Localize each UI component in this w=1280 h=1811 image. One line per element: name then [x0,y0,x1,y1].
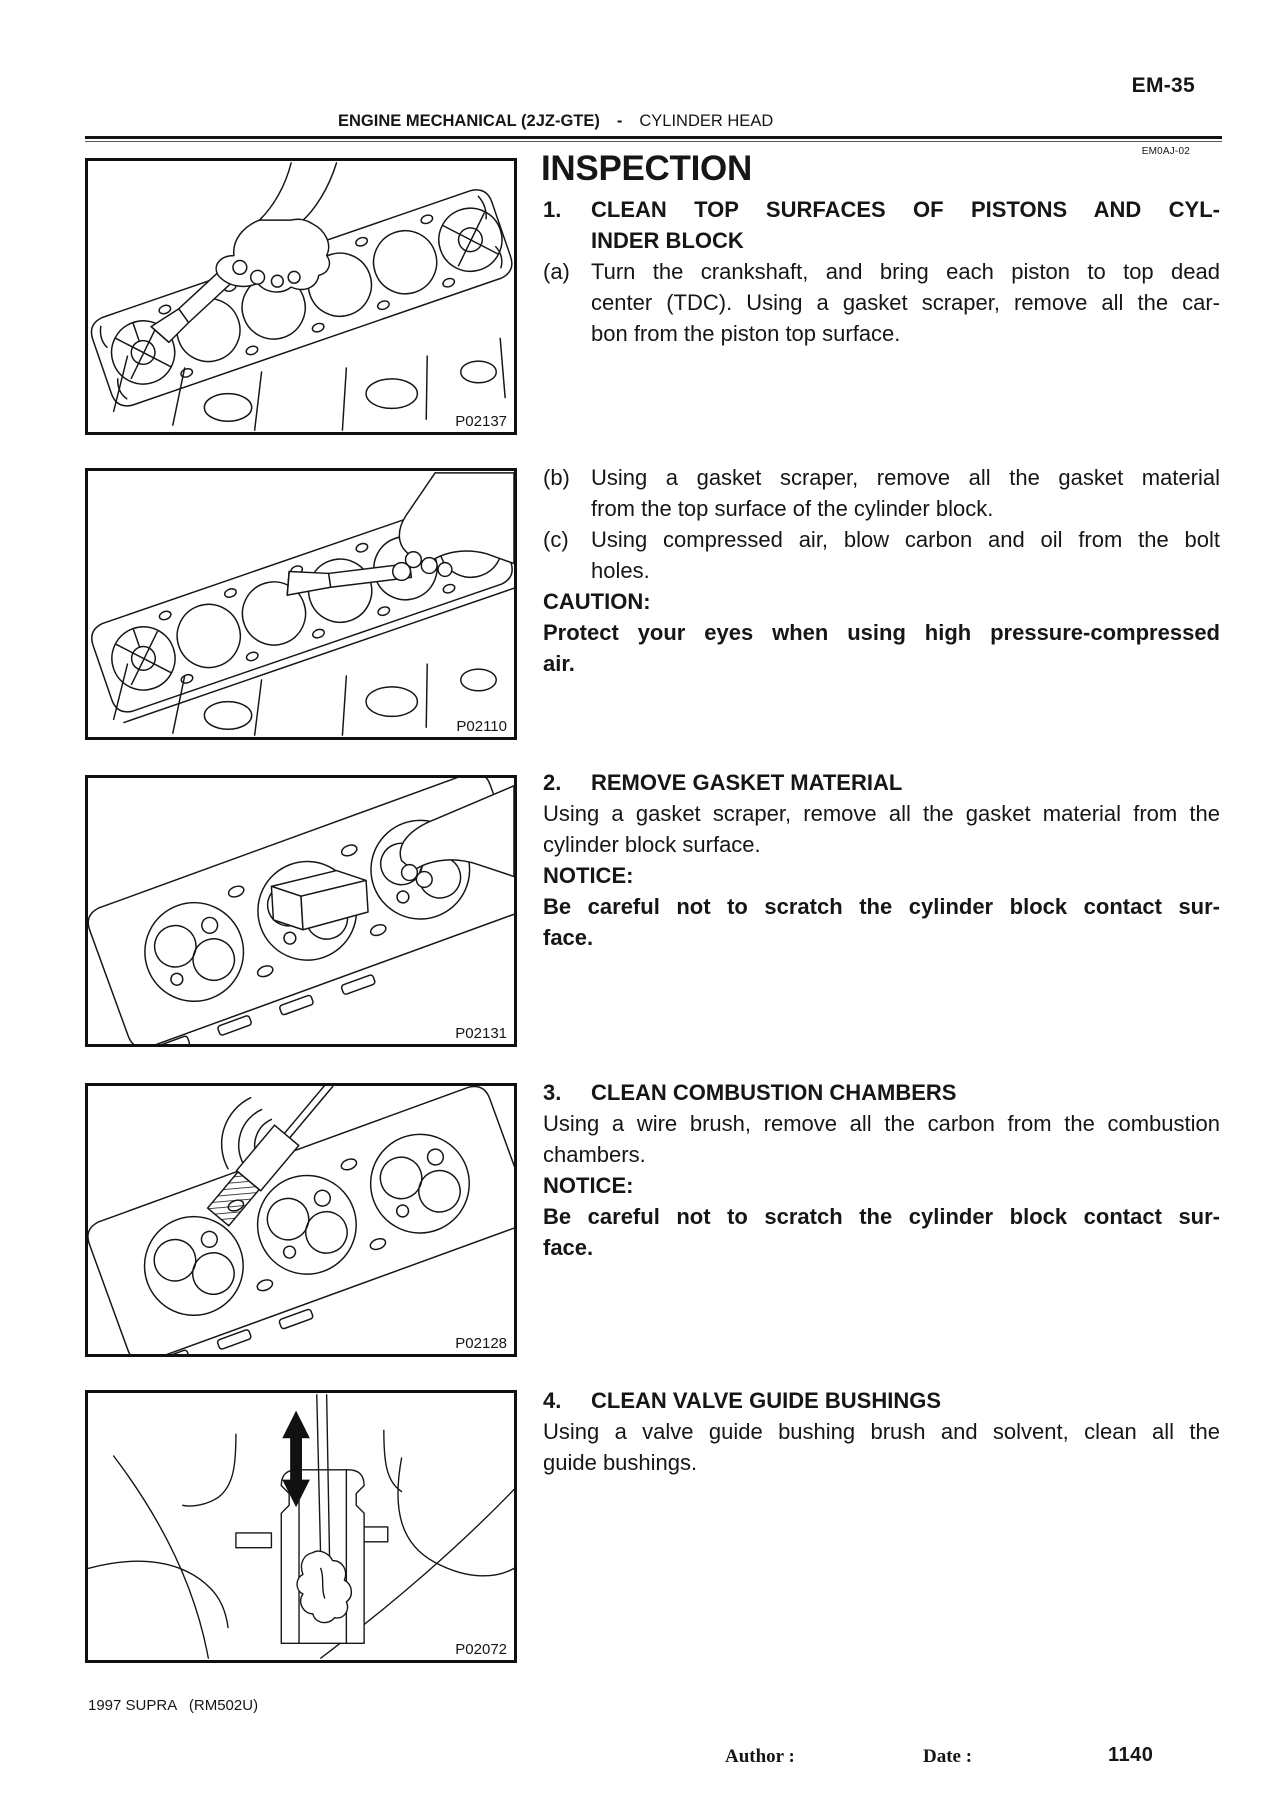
valve-guide-section-illustration [88,1394,514,1659]
text-line: center (TDC). Using a gasket scraper, re… [591,290,1220,315]
instruction-group-4: 3. CLEAN COMBUSTION CHAMBERS Using a wire … [543,1077,1220,1263]
page-number: 1140 [1108,1744,1154,1766]
text-line: Using a wire brush, remove all the carbo… [543,1111,1220,1136]
text-block-plain: Using a valve guide bushing brush and so… [543,1416,1220,1478]
header-rule-thin [85,141,1222,142]
text-line: from the top surface of the cylinder blo… [591,496,994,521]
text-block-heading: 1. CLEAN TOP SURFACES OF PISTONS AND CYL-… [543,194,1220,256]
text-block-lettered: (c) Using compressed air, blow carbon and… [543,524,1220,586]
wire-brush-icon [206,1086,334,1227]
text-block-boldlabel: NOTICE: [543,860,1220,891]
text-line: chambers. [543,1142,646,1167]
list-marker: 2. [543,770,562,795]
text-line: Turn the crankshaft, and bring each pist… [591,259,1220,284]
text-line: CLEAN COMBUSTION CHAMBERS [591,1080,957,1105]
text-line: holes. [591,558,650,583]
list-marker: (a) [543,259,570,284]
list-marker: (b) [543,465,570,490]
footer-date-label: Date : [923,1746,973,1767]
figure-block-gasket-removal: P02110 [85,468,517,740]
gasket-scraper-icon [270,869,369,931]
text-block-lettered: (a) Turn the crankshaft, and bring each p… [543,256,1220,349]
running-header-chapter: CYLINDER HEAD [639,112,774,130]
figure-head-gasket-scraping: P02131 [85,775,517,1047]
up-down-arrow-icon [282,1410,310,1508]
header-rule-thick [85,136,1222,139]
text-line: INDER BLOCK [591,228,744,253]
text-block-boldlabel: NOTICE: [543,1170,1220,1201]
engine-block-gasket-illustration [91,472,514,736]
text-line: CLEAN TOP SURFACES OF PISTONS AND CYL- [591,197,1220,222]
hand-icon [399,785,514,889]
hand-icon [398,472,514,578]
instruction-group-1: 1. CLEAN TOP SURFACES OF PISTONS AND CYL-… [543,194,1220,349]
instruction-group-5: 4. CLEAN VALVE GUIDE BUSHINGS Using a valv… [543,1385,1220,1478]
text-line: NOTICE: [543,863,634,888]
text-block-bold: Protect your eyes when using high pressu… [543,617,1220,679]
instruction-group-3: 2. REMOVE GASKET MATERIAL Using a gasket s… [543,767,1220,953]
page-title: INSPECTION [541,149,752,188]
list-marker: 4. [543,1388,562,1413]
text-line: Using a gasket scraper, remove all the g… [591,465,1220,490]
text-line: Using a gasket scraper, remove all the g… [543,801,1220,826]
figure-label: P02137 [451,413,507,430]
text-line: Be careful not to scratch the cylinder b… [543,894,1220,919]
page-code: EM-35 [1131,74,1195,97]
text-block-bold: Be careful not to scratch the cylinder b… [543,891,1220,953]
text-block-heading: 3. CLEAN COMBUSTION CHAMBERS [543,1077,1220,1108]
text-line: bon from the piston top surface. [591,321,901,346]
wire-brush-illustration [88,1086,514,1354]
text-line: face. [543,925,594,950]
figure-label: P02110 [452,718,507,735]
text-line: NOTICE: [543,1173,634,1198]
text-block-boldlabel: CAUTION: [543,586,1220,617]
bushing-brush-icon [296,1394,352,1624]
figure-label: P02072 [451,1641,507,1658]
text-line: face. [543,1235,594,1260]
hand-icon [215,162,338,293]
text-block-heading: 4. CLEAN VALVE GUIDE BUSHINGS [543,1385,1220,1416]
text-block-heading: 2. REMOVE GASKET MATERIAL [543,767,1220,798]
figure-piston-top-cleaning: P02137 [85,158,517,435]
text-line: Using compressed air, blow carbon and oi… [591,527,1220,552]
document-code: EM0AJ-02 [1141,146,1190,157]
list-marker: 1. [543,197,562,222]
list-marker: (c) [543,527,569,552]
text-line: Using a valve guide bushing brush and so… [543,1419,1220,1444]
text-line: guide bushings. [543,1450,698,1475]
text-block-lettered: (b) Using a gasket scraper, remove all th… [543,462,1220,524]
text-block-bold: Be careful not to scratch the cylinder b… [543,1201,1220,1263]
instruction-group-2: (b) Using a gasket scraper, remove all th… [543,462,1220,679]
figure-combustion-chamber-brushing: P02128 [85,1083,517,1357]
running-header: ENGINE MECHANICAL (2JZ-GTE)-CYLINDER HEA… [338,112,773,131]
text-line: CLEAN VALVE GUIDE BUSHINGS [591,1388,941,1413]
figure-label: P02131 [451,1025,507,1042]
footer-author-label: Author : [725,1746,795,1767]
figure-valve-guide-bushing-cleaning: P02072 [85,1390,517,1663]
running-header-section: ENGINE MECHANICAL (2JZ-GTE) [338,112,600,130]
text-block-plain: Using a gasket scraper, remove all the g… [543,798,1220,860]
text-block-plain: Using a wire brush, remove all the carbo… [543,1108,1220,1170]
model-reference: 1997 SUPRA (RM502U) [88,1697,259,1714]
list-marker: 3. [543,1080,562,1105]
gasket-scraper-icon [286,561,413,596]
text-line: REMOVE GASKET MATERIAL [591,770,903,795]
text-line: Be careful not to scratch the cylinder b… [543,1204,1220,1229]
text-line: Protect your eyes when using high pressu… [543,620,1220,645]
text-line: cylinder block surface. [543,832,761,857]
engine-block-scraping-illustration [90,162,513,431]
figure-label: P02128 [451,1335,507,1352]
text-line: air. [543,651,575,676]
text-line: CAUTION: [543,589,651,614]
cylinder-head-scraping-illustration [88,778,514,1044]
running-header-separator: - [616,112,623,130]
